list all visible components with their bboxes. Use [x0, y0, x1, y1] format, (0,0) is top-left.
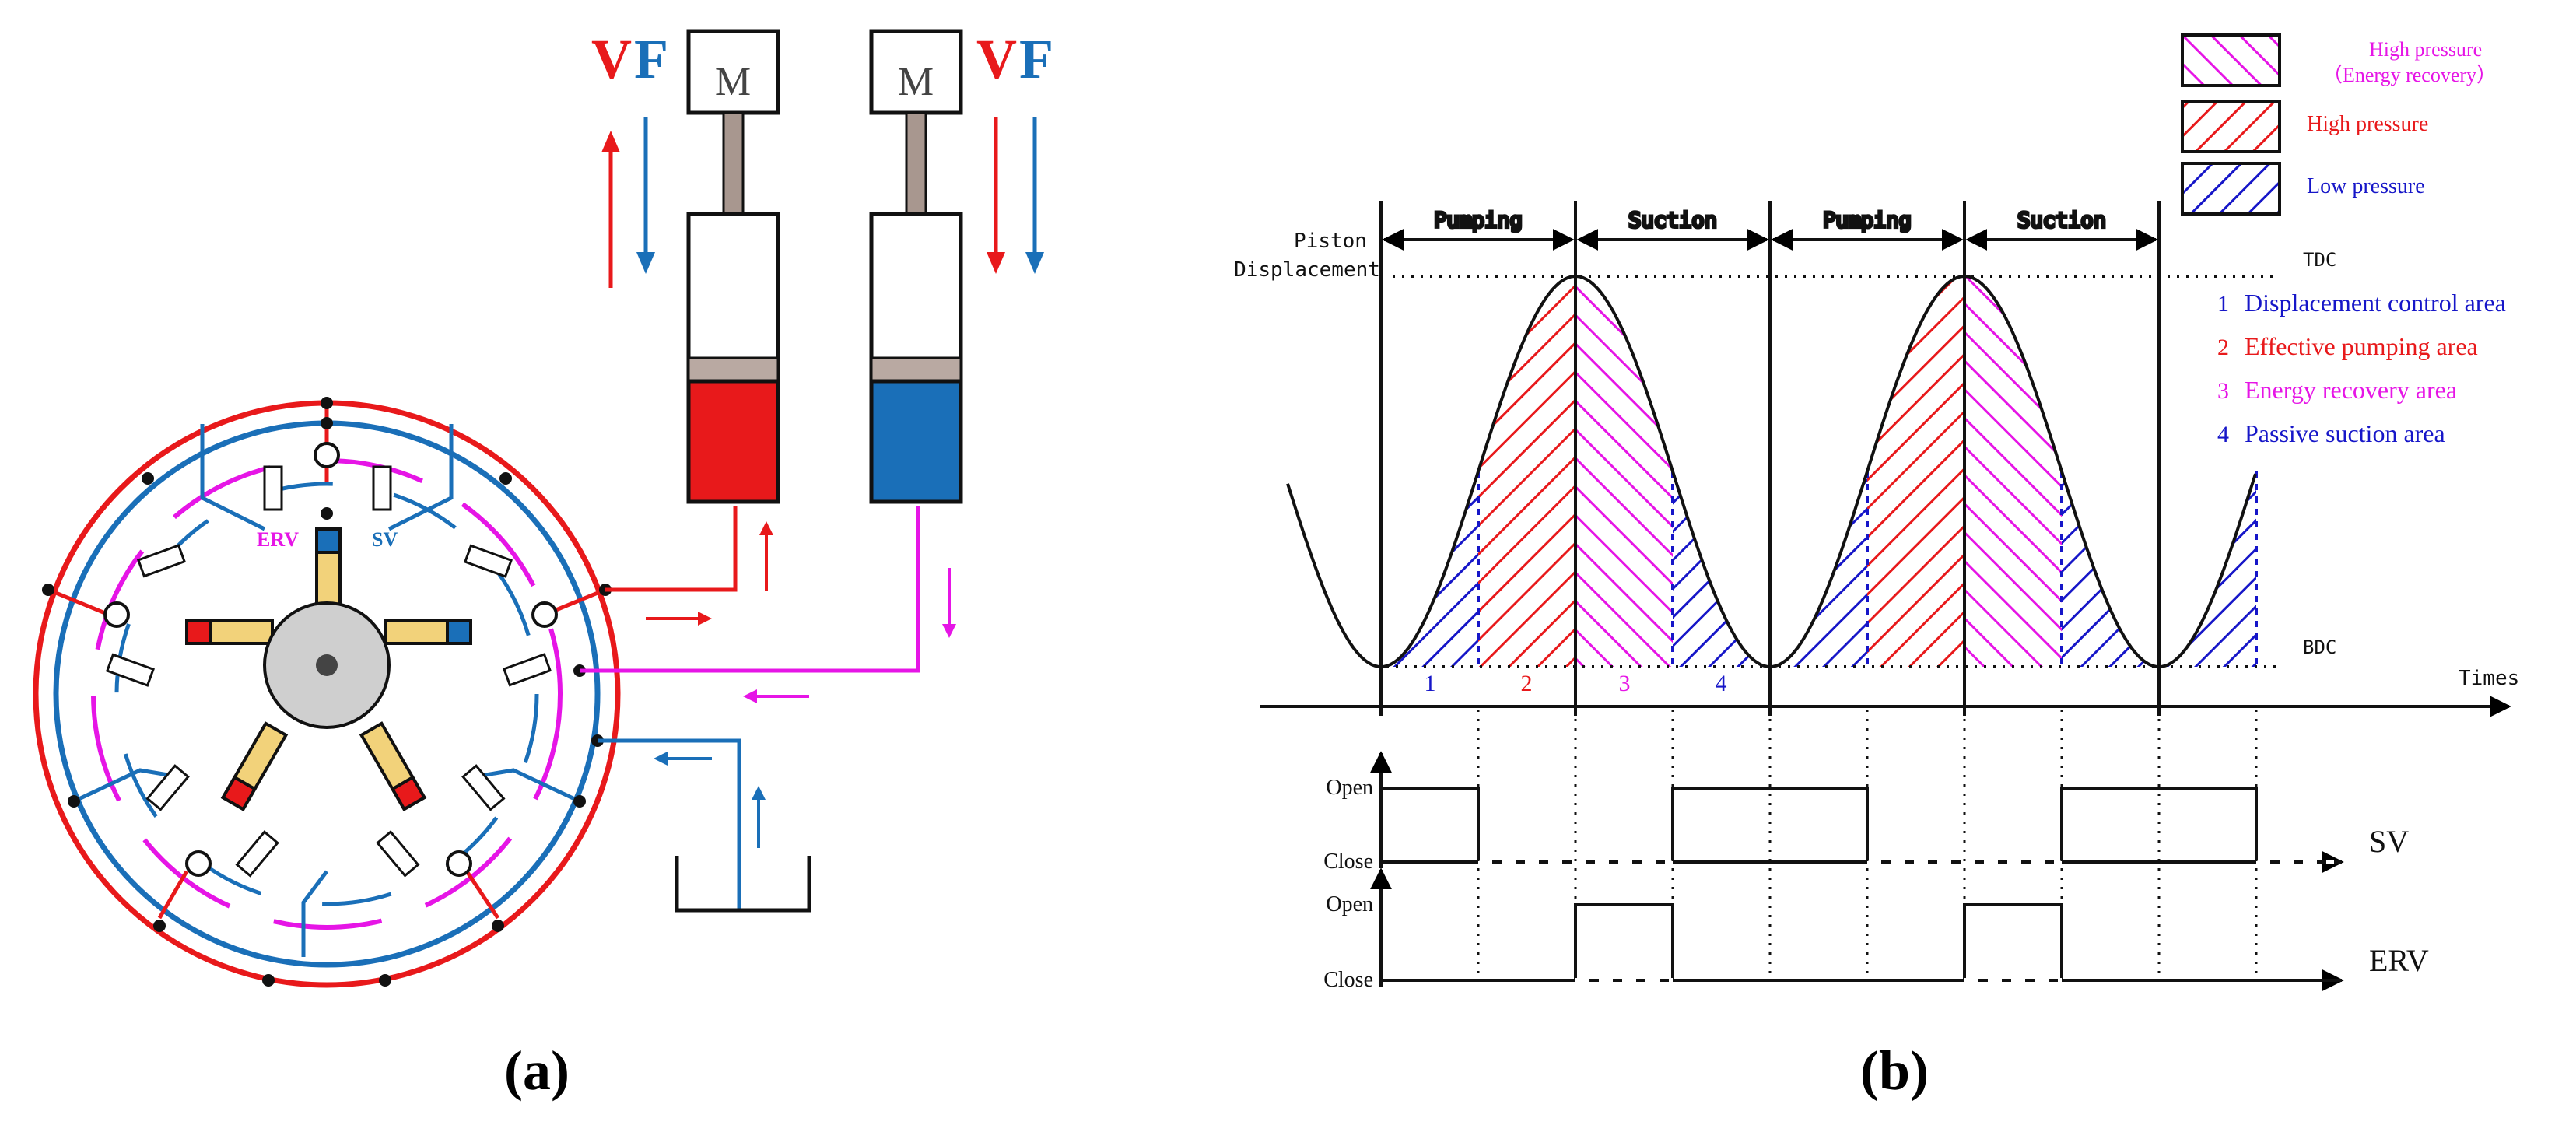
panel-b: High pressure （Energy recovery） High pre…: [1234, 33, 2519, 1102]
timing-signal: [1379, 787, 2342, 864]
area-number: 2: [1521, 671, 1533, 696]
ylabel-2: Displacement: [1234, 258, 1380, 282]
xlabel: Times: [2459, 667, 2519, 690]
timing-open-label: Open: [1326, 892, 1373, 916]
cylinder-blue: [869, 29, 963, 504]
caption-a: (a): [504, 1039, 570, 1102]
blue-inlet-line: [598, 738, 741, 910]
v-label-right: V: [976, 28, 1017, 90]
phase-label: Suction: [2017, 209, 2106, 233]
solenoid-valves: [105, 465, 552, 878]
crank-shaft: [316, 654, 338, 676]
area-energy-recovery: [1575, 276, 1673, 667]
timing-signal: [1381, 903, 2342, 982]
legend-swatch-low: [2181, 162, 2281, 216]
phase-label: Pumping: [1434, 209, 1523, 233]
legend-energy-2: （Energy recovery）: [2322, 64, 2497, 86]
magenta-line: [580, 506, 920, 673]
tank: [675, 856, 811, 913]
area-energy-recovery: [1964, 276, 2062, 667]
erv-label: ERV: [257, 528, 299, 551]
inner-blue-ring: [114, 482, 539, 906]
vf-arrows: [601, 117, 1044, 288]
area-desc-text: Displacement control area: [2245, 289, 2506, 317]
timing-guides: [1477, 710, 2258, 980]
motor-label-left: M: [715, 60, 751, 104]
pistons: [185, 527, 472, 811]
timing-close-label: Close: [1323, 850, 1373, 874]
phase-label: Pumping: [1823, 209, 1912, 233]
v-label-left: V: [591, 28, 632, 90]
check-valves: [103, 442, 558, 877]
timing-name: ERV: [2369, 943, 2429, 978]
phase-boundaries: Pumping Suction Pumping Suction: [1379, 201, 2161, 716]
f-label-right: F: [1019, 28, 1053, 90]
area-passive-suction: [1673, 471, 1770, 667]
panel-a: ERV SV: [33, 28, 1053, 1102]
area-displacement-control: [1770, 471, 1867, 667]
area-effective-pumping: [1478, 276, 1575, 667]
legend-swatch-energy: [2181, 33, 2281, 87]
phase-label: Suction: [1628, 209, 1717, 233]
area-descriptions: 1 Displacement control area 2 Effective pum…: [2217, 289, 2506, 447]
area-number: 3: [1619, 671, 1631, 696]
tdc-label: TDC: [2303, 249, 2336, 271]
area-desc-number: 2: [2217, 335, 2229, 360]
area-passive-suction: [2062, 471, 2159, 667]
motor-label-right: M: [898, 60, 934, 104]
legend-high: High pressure: [2307, 112, 2428, 136]
area-desc-text: Passive suction area: [2245, 419, 2445, 447]
sv-label: SV: [372, 528, 398, 551]
timing-close-label: Close: [1323, 968, 1373, 992]
area-effective-pumping: [1867, 276, 1964, 667]
timing-open-label: Open: [1326, 776, 1373, 800]
area-desc-number: 3: [2217, 378, 2229, 404]
area-desc-text: Energy recovery area: [2245, 376, 2457, 404]
flow-arrows: [646, 521, 956, 848]
area-numbers: 1 2 3 4: [1425, 671, 1727, 696]
cylinder-red: [686, 29, 780, 504]
hatched-areas: [1381, 276, 2258, 667]
area-desc-number: 4: [2217, 422, 2229, 447]
area-number: 1: [1425, 671, 1436, 696]
legend-low: Low pressure: [2307, 174, 2425, 198]
bdc-label: BDC: [2303, 636, 2336, 658]
area-displacement-control: [2159, 471, 2256, 667]
timing-name: SV: [2369, 824, 2409, 859]
ylabel-1: Piston: [1294, 230, 1367, 253]
area-desc-text: Effective pumping area: [2245, 332, 2478, 360]
legend-energy-1: High pressure: [2369, 38, 2482, 61]
legend-swatch-high: [2181, 100, 2281, 153]
area-displacement-control: [1381, 471, 1478, 667]
caption-b: (b): [1860, 1039, 1929, 1102]
area-desc-number: 1: [2217, 291, 2229, 317]
f-label-left: F: [634, 28, 668, 90]
red-outlet-line: [605, 506, 738, 592]
area-number: 4: [1716, 671, 1727, 696]
